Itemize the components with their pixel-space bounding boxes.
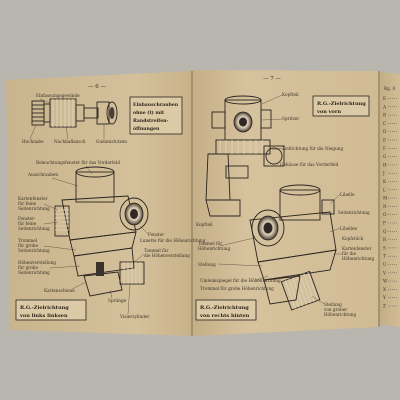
mid-label-0: Kopfteil bbox=[282, 92, 299, 97]
right-table-line: L bbox=[383, 187, 386, 192]
left-label-3: für feine bbox=[18, 201, 37, 206]
page-number-middle: — 7 — bbox=[263, 76, 281, 82]
right-table-line: D bbox=[383, 129, 387, 134]
right-page bbox=[378, 72, 400, 327]
mid-label-18: von grober bbox=[323, 307, 347, 312]
header-middle-line-1: R.G.-Zielrichtung bbox=[317, 101, 366, 107]
caption-box-left: R.G.-Zielrichtung von links linksen bbox=[15, 299, 87, 321]
mid-label-16: Höhenrichtung bbox=[342, 256, 375, 261]
left-label-20: Visierzylinder bbox=[119, 314, 149, 319]
right-table-line: X bbox=[383, 287, 386, 292]
right-table-line: T bbox=[383, 254, 386, 259]
mid-label-3: Gehäuse für das Vorderfeld bbox=[280, 162, 339, 167]
mid-label-6: Kopfteil bbox=[196, 222, 213, 227]
left-label-10: Seitenrichtung bbox=[18, 248, 50, 253]
mid-label-15: für die bbox=[342, 251, 357, 256]
right-table-line: E bbox=[383, 138, 386, 143]
right-table-line: S bbox=[383, 245, 386, 250]
right-table-line: V bbox=[382, 270, 387, 275]
left-label-17: Lunette für die Höhenrichtung bbox=[140, 238, 206, 243]
label-top-1: Einfassungsgewinde bbox=[36, 93, 80, 98]
mid-label-2: Zielrichtung für die Neigung bbox=[282, 146, 344, 151]
callout-line-1: Einbauschrauben bbox=[133, 102, 179, 108]
right-table-line: U bbox=[383, 262, 387, 267]
right-header: Rg. 0 bbox=[384, 86, 395, 91]
caption-middle-line-1: R.G.-Zielrichtung bbox=[200, 305, 249, 311]
left-label-0: Beleuchtungsfenster für das Vorderfeld bbox=[36, 160, 120, 165]
mid-label-12: Libellen bbox=[340, 226, 357, 231]
callout-line-3: Randstreifen- bbox=[133, 118, 168, 124]
label-top-3: Nachbaflansch bbox=[54, 139, 86, 144]
right-table-line: E bbox=[383, 96, 386, 101]
right-table-line: M bbox=[383, 196, 388, 201]
right-table-line: W bbox=[383, 279, 388, 284]
left-label-13: Seitenrichtung bbox=[18, 270, 50, 275]
left-label-19: die Höhenverstellung bbox=[144, 253, 190, 258]
mid-label-8: Höhenrichtung bbox=[198, 246, 231, 251]
left-label-7: Seitenrichtung bbox=[18, 226, 50, 231]
left-label-6: für feine bbox=[18, 221, 37, 226]
right-table-line: Y bbox=[382, 295, 386, 300]
mid-label-7: Tommel für bbox=[198, 241, 222, 246]
left-label-14: Kartenschiene bbox=[44, 288, 75, 293]
eyepiece-drawing bbox=[31, 98, 118, 128]
header-box-middle: R.G.-Zielrichtung von vorn bbox=[312, 95, 370, 117]
mid-label-4: Libelle bbox=[340, 192, 355, 197]
left-label-12: für grobe bbox=[18, 265, 38, 270]
left-page bbox=[6, 71, 192, 336]
left-label-15: Sprünge bbox=[108, 298, 127, 303]
right-table-line: F bbox=[383, 146, 386, 151]
middle-page bbox=[190, 70, 380, 336]
caption-left-line-1: R.G.-Zielrichtung bbox=[20, 305, 69, 311]
callout-box-left: Einbauschrauben ohne (t) mit Randstreife… bbox=[129, 96, 183, 135]
mid-label-1: Spritzer bbox=[282, 116, 299, 121]
left-labels: Beleuchtungsfenster für das Vorderfeld A… bbox=[18, 160, 206, 319]
left-label-11: Höhenverstellung bbox=[18, 260, 56, 265]
right-table-line: K bbox=[383, 179, 387, 184]
aiming-device-front-drawing bbox=[205, 95, 285, 217]
mid-label-10: Umlenkspiegel für die Höhenrichtung bbox=[200, 278, 281, 283]
callout-line-2: ohne (t) mit bbox=[133, 109, 165, 116]
right-table-line: A bbox=[382, 104, 387, 109]
right-table-line: Q bbox=[383, 229, 387, 234]
mid-label-9: Stellung bbox=[198, 262, 216, 267]
left-label-16: Fenster bbox=[148, 232, 164, 237]
right-table-line: N bbox=[383, 204, 387, 209]
page-number-left: — 6 — bbox=[88, 84, 106, 90]
right-table-line: C bbox=[383, 121, 386, 126]
left-label-8: Trommel bbox=[18, 238, 38, 243]
left-label-4: Seitenrichtung bbox=[18, 206, 50, 211]
mid-label-13: Kopfstück bbox=[342, 236, 364, 241]
mid-label-14: Kartenfenster bbox=[342, 246, 372, 251]
right-table-line: Z bbox=[383, 304, 386, 309]
left-label-1: Ausschrauben bbox=[27, 172, 58, 177]
header-middle-line-2: von vorn bbox=[316, 109, 341, 115]
mid-label-5: Seitenrichtung bbox=[338, 210, 370, 215]
label-top-4: Gummistutzen bbox=[96, 139, 127, 144]
right-table-line: G bbox=[383, 154, 387, 159]
right-table-line: B bbox=[383, 113, 386, 118]
left-label-2: Kartenfenster bbox=[18, 196, 48, 201]
caption-box-middle: R.G.-Zielrichtung von rechts hinten bbox=[195, 299, 257, 321]
left-label-18: Tommel für bbox=[144, 248, 168, 253]
left-label-9: für grobe bbox=[18, 243, 38, 248]
callout-line-4: öffnungen bbox=[133, 125, 160, 132]
right-table-line: O bbox=[383, 212, 387, 217]
mid-label-17: Stellung bbox=[324, 302, 342, 307]
aiming-device-left-drawing bbox=[54, 166, 149, 297]
middle-labels: Kopfteil Spritzer Zielrichtung für die N… bbox=[196, 92, 375, 317]
mid-label-11: Trommel für grobe Höhenrichtung bbox=[200, 286, 274, 291]
left-label-5: Fenster- bbox=[18, 216, 36, 221]
right-table-line: R bbox=[383, 237, 387, 242]
label-top-2: Hochnabe bbox=[22, 139, 44, 144]
aiming-device-rear-drawing bbox=[249, 184, 337, 311]
caption-middle-line-2: von rechts hinten bbox=[199, 313, 250, 319]
right-table-line: J bbox=[382, 171, 385, 176]
right-table-line: P bbox=[383, 221, 386, 226]
right-table-line: H bbox=[383, 162, 387, 167]
caption-left-line-2: von links linksen bbox=[19, 313, 68, 319]
mid-label-19: Höhenrichtung bbox=[324, 312, 357, 317]
